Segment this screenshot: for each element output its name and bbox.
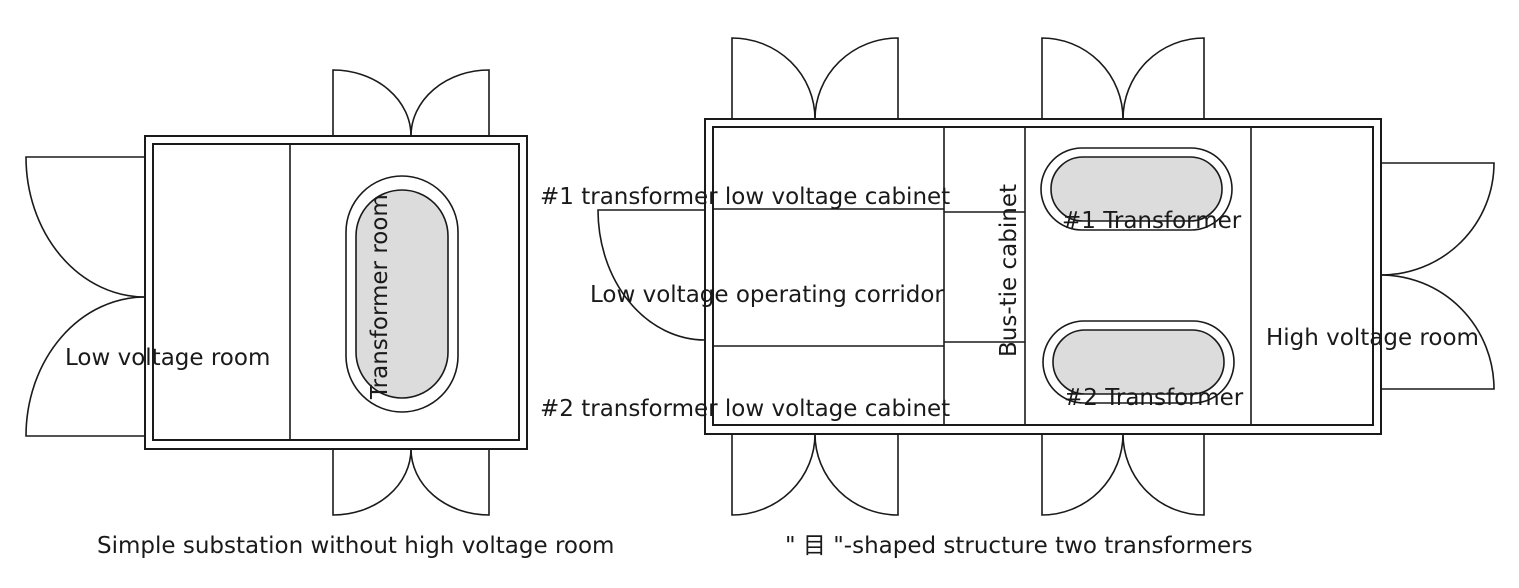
left-bottom-double-door	[332, 448, 490, 516]
right-inner-wall	[712, 126, 1374, 426]
corridor-label: Low voltage operating corridor	[590, 282, 944, 308]
t2-label: #2 Transformer	[1064, 385, 1244, 411]
left-plan-caption: Simple substation without high voltage r…	[97, 533, 614, 559]
t1-body	[1050, 156, 1223, 222]
left-top-double-door	[332, 69, 490, 137]
t1-label: #1 Transformer	[1062, 208, 1242, 234]
bus-tie-cabinet-label: Bus-tie cabinet	[996, 184, 1022, 357]
right-top-double-door-1	[731, 37, 899, 120]
right-bottom-double-door-2	[1041, 433, 1205, 516]
left-side-double-door	[25, 156, 146, 437]
right-plan-caption: " 目 "-shaped structure two transformers	[785, 533, 1253, 559]
t2-body	[1052, 329, 1225, 395]
right-substation-plan: #1 transformer low voltage cabinet Low v…	[540, 37, 1495, 559]
left-transformer-outline	[345, 175, 459, 413]
right-bottom-double-door-1	[731, 433, 899, 516]
t2-cabinet-label: #2 transformer low voltage cabinet	[540, 396, 950, 422]
left-outer-wall	[144, 135, 528, 450]
right-outer-wall	[704, 118, 1382, 435]
left-inner-wall	[152, 143, 520, 441]
right-side-double-door	[1380, 162, 1495, 390]
high-voltage-room-label: High voltage room	[1266, 325, 1479, 351]
t1-cabinet-label: #1 transformer low voltage cabinet	[540, 184, 950, 210]
low-voltage-room-label: Low voltage room	[65, 345, 270, 371]
t2-outline	[1042, 320, 1235, 404]
t1-outline	[1040, 147, 1233, 231]
right-top-double-door-2	[1041, 37, 1205, 120]
left-transformer-body	[355, 189, 449, 399]
corridor-single-door	[597, 209, 706, 341]
transformer-room-label: Transformer room	[367, 194, 393, 400]
left-substation-plan: Low voltage room Transformer room Simple…	[25, 69, 614, 559]
